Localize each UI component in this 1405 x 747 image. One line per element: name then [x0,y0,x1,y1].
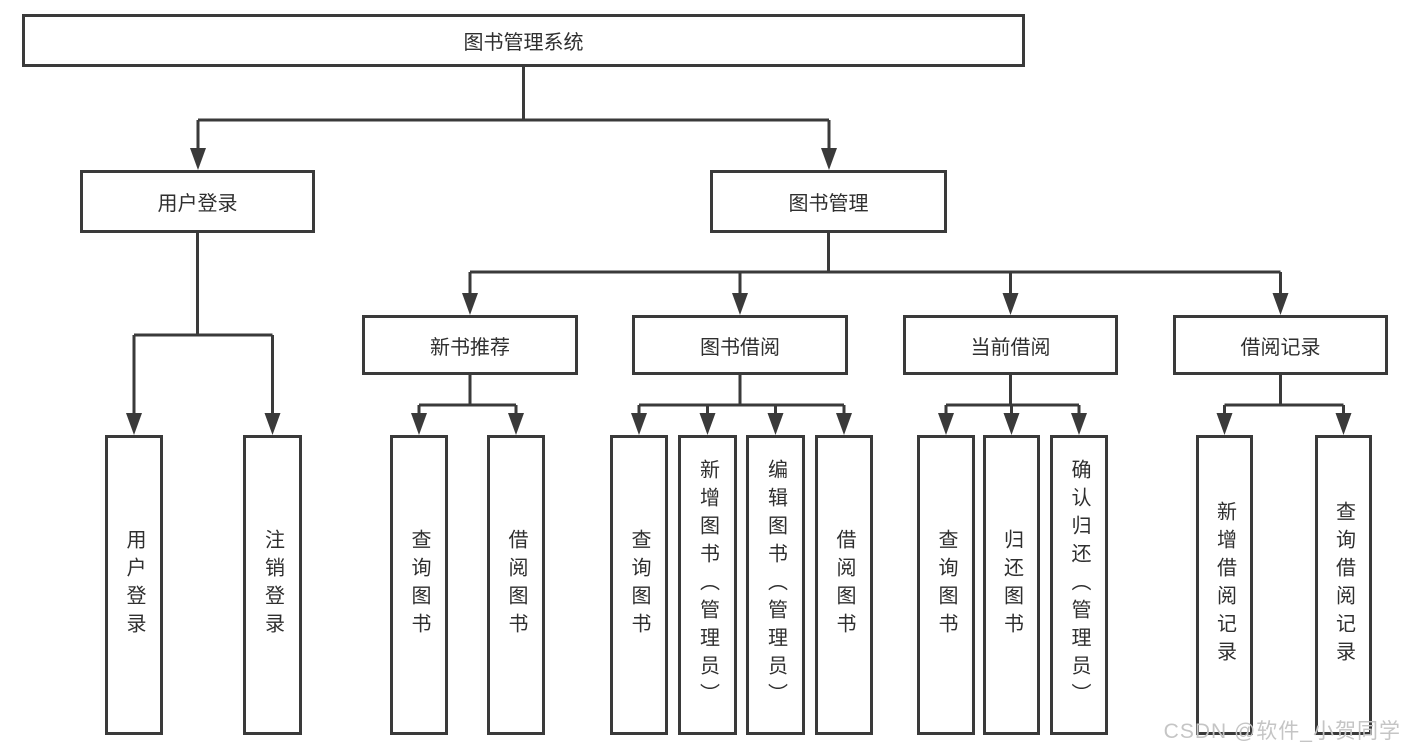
arrowhead-icons [126,148,1352,435]
leaf-query-books-borrow: 查询图书 [610,435,668,735]
node-current-borrow: 当前借阅 [903,315,1118,375]
node-borrow-records: 借阅记录 [1173,315,1388,375]
leaf-query-books-current: 查询图书 [917,435,975,735]
leaf-return-books: 归还图书 [983,435,1040,735]
leaf-user-login: 用户登录 [105,435,163,735]
node-root-system: 图书管理系统 [22,14,1025,67]
leaf-borrow-books-recommend: 借阅图书 [487,435,545,735]
node-new-book-recommend: 新书推荐 [362,315,578,375]
leaf-edit-books-admin: 编辑图书（管理员） [746,435,805,735]
leaf-add-books-admin: 新增图书（管理员） [678,435,737,735]
node-book-borrow: 图书借阅 [632,315,848,375]
leaf-confirm-return-admin: 确认归还（管理员） [1050,435,1108,735]
leaf-add-borrow-record: 新增借阅记录 [1196,435,1253,735]
node-book-management: 图书管理 [710,170,947,233]
connector-paths [132,67,1345,420]
node-user-login: 用户登录 [80,170,315,233]
csdn-watermark: CSDN @软件_小贺同学 [1163,720,1401,743]
leaf-query-books-recommend: 查询图书 [390,435,448,735]
leaf-borrow-books: 借阅图书 [815,435,873,735]
leaf-query-borrow-record: 查询借阅记录 [1315,435,1372,735]
leaf-logout: 注销登录 [243,435,302,735]
